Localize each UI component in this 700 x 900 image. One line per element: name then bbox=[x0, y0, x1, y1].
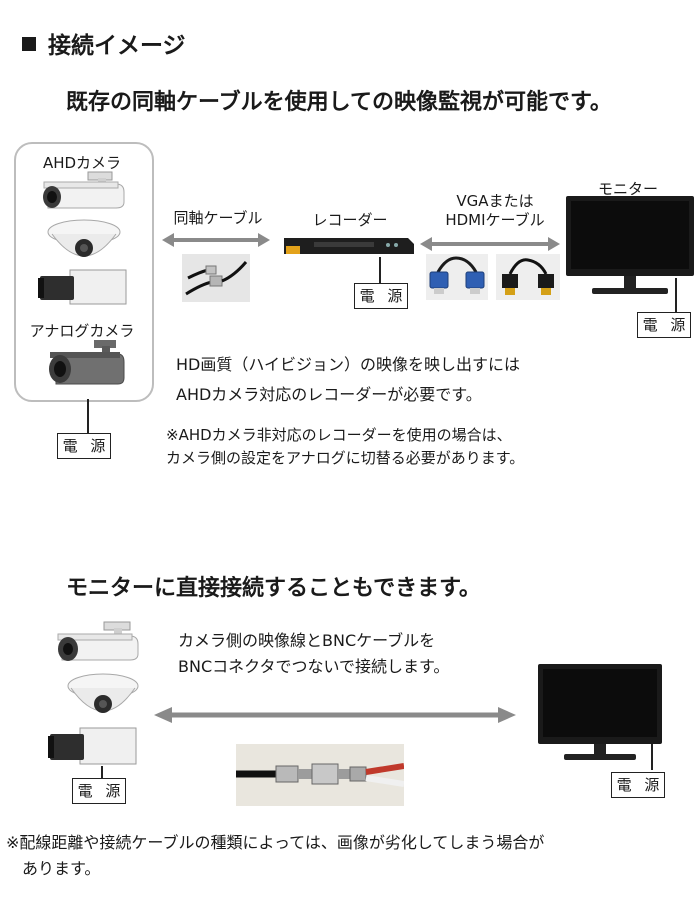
camera-power-box-2: 電 源 bbox=[72, 778, 126, 804]
monitor-icon bbox=[566, 196, 694, 294]
section-title-text: 接続イメージ bbox=[48, 33, 186, 59]
coax-double-arrow bbox=[162, 233, 270, 247]
footnote-line2: あります。 bbox=[22, 859, 101, 878]
monitor-power-box-2: 電 源 bbox=[611, 772, 665, 798]
monitor-power-line-2 bbox=[651, 744, 653, 770]
note-recorder-line2: カメラ側の設定をアナログに切替る必要があります。 bbox=[166, 449, 525, 467]
dome-camera-icon-2 bbox=[67, 673, 139, 713]
coax-cable-label: 同軸ケーブル bbox=[173, 209, 263, 227]
analog-bullet-camera-icon bbox=[49, 340, 125, 385]
heading-coax-monitoring: 既存の同軸ケーブルを使用しての映像監視が可能です。 bbox=[66, 90, 612, 115]
vga-double-arrow bbox=[420, 237, 560, 251]
heading-direct-connection: モニターに直接接続することもできます。 bbox=[66, 576, 481, 601]
box-camera-icon-2 bbox=[48, 727, 137, 765]
footnote-line1: ※配線距離や接続ケーブルの種類によっては、画像が劣化してしまう場合が bbox=[6, 833, 545, 852]
vga-label-line2: HDMIケーブル bbox=[445, 211, 545, 229]
recorder-power-box: 電 源 bbox=[354, 283, 408, 309]
note-hd-line1: HD画質（ハイビジョン）の映像を映し出すには bbox=[176, 355, 521, 374]
camera-power-line-2 bbox=[101, 766, 103, 778]
vga-cable-photo bbox=[426, 254, 488, 300]
note-bnc-line1: カメラ側の映像線とBNCケーブルを bbox=[178, 631, 436, 650]
camera-power-line bbox=[87, 399, 89, 433]
vga-label-line1: VGAまたは bbox=[456, 192, 534, 210]
box-camera-icon bbox=[38, 269, 127, 305]
bullet-camera-icon bbox=[43, 171, 125, 209]
dome-camera-icon bbox=[47, 219, 121, 257]
direct-double-arrow bbox=[154, 707, 516, 723]
monitor-power-box: 電 源 bbox=[637, 312, 691, 338]
ahd-camera-label: AHDカメラ bbox=[42, 154, 122, 172]
recorder-label: レコーダー bbox=[312, 211, 388, 229]
bullet-camera-icon-2 bbox=[57, 621, 139, 661]
monitor-power-line bbox=[675, 278, 677, 312]
section-title: 接続イメージ bbox=[22, 26, 186, 60]
bnc-connector-photo bbox=[236, 744, 404, 806]
note-bnc-line2: BNCコネクタでつないで接続します。 bbox=[178, 657, 450, 676]
coax-cable-photo bbox=[182, 254, 250, 302]
note-recorder-line1: ※AHDカメラ非対応のレコーダーを使用の場合は、 bbox=[166, 426, 512, 444]
note-hd-line2: AHDカメラ対応のレコーダーが必要です。 bbox=[176, 385, 482, 404]
square-bullet-icon bbox=[22, 37, 36, 51]
recorder-power-line bbox=[379, 257, 381, 283]
recorder-icon bbox=[284, 238, 414, 254]
monitor-label: モニター bbox=[597, 180, 658, 198]
hdmi-cable-photo bbox=[496, 254, 560, 300]
analog-camera-label: アナログカメラ bbox=[29, 322, 135, 340]
monitor-icon-2 bbox=[538, 664, 662, 760]
camera-power-box: 電 源 bbox=[57, 433, 111, 459]
